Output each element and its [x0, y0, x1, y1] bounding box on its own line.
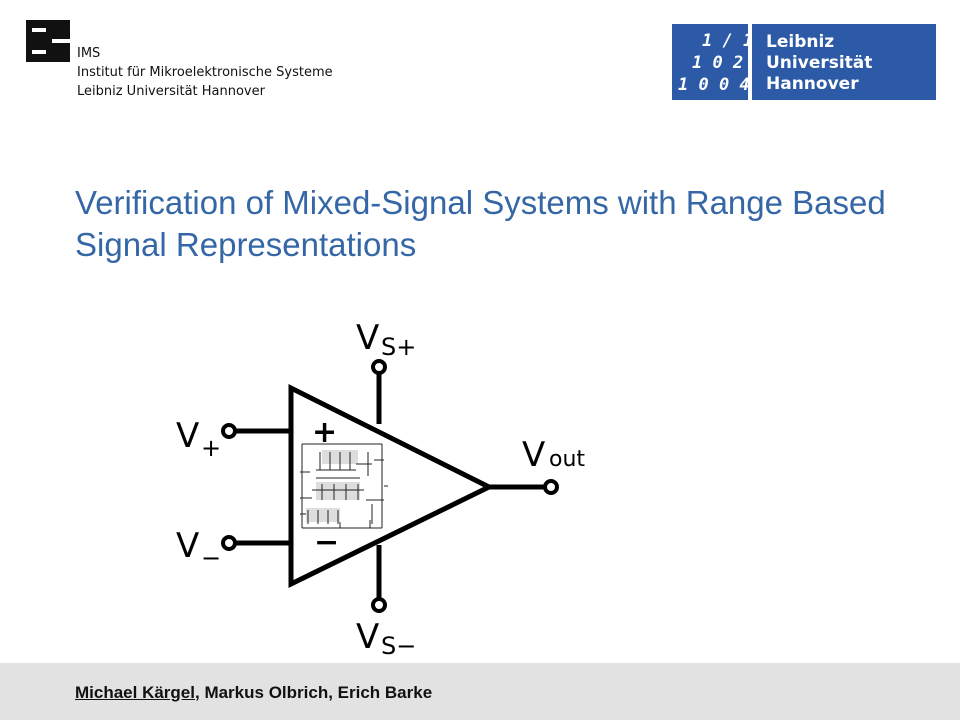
noninverting-sign: +: [312, 415, 337, 450]
vs-minus-label: V: [356, 617, 379, 657]
institute-line: Institut für Mikroelektronische Systeme: [77, 65, 333, 80]
v-out-terminal: [543, 479, 559, 495]
luh-name-box: Leibniz Universität Hannover: [752, 24, 936, 100]
vs-minus-terminal: [371, 597, 387, 613]
vs-plus-label: V: [356, 318, 379, 358]
inner-circuit: [300, 443, 388, 529]
luh-number-mark: 1 / 1 1 0 2 1 0 0 4: [672, 24, 753, 100]
luh-name-line: Hannover: [766, 74, 859, 94]
luh-name-line: Leibniz: [766, 32, 835, 52]
v-out-label: V: [522, 435, 545, 475]
slide-title: Verification of Mixed-Signal Systems wit…: [75, 184, 886, 263]
opamp-triangle: [288, 383, 495, 589]
v-out-subscript: out: [549, 447, 585, 472]
institute-line: Leibniz Universität Hannover: [77, 84, 265, 99]
luh-name-line: Universität: [766, 53, 873, 73]
luh-row-2: 1 0 2: [692, 53, 743, 73]
inverting-sign: −: [314, 525, 339, 560]
vs-plus-terminal: [371, 359, 387, 375]
author-list: Michael Kärgel, Markus Olbrich, Erich Ba…: [75, 683, 432, 703]
luh-row-1: 1 / 1: [702, 31, 748, 51]
presenter-name: Michael Kärgel: [75, 683, 195, 702]
v-minus-terminal: [221, 535, 237, 551]
luh-row-3: 1 0 0 4: [678, 75, 748, 95]
vs-plus-subscript: S+: [381, 333, 416, 361]
ims-logo: [26, 20, 70, 62]
footer-bar: Michael Kärgel, Markus Olbrich, Erich Ba…: [0, 663, 960, 720]
v-plus-subscript: +: [201, 434, 221, 462]
coauthor-names: , Markus Olbrich, Erich Barke: [195, 683, 433, 702]
vs-minus-subscript: S−: [381, 632, 416, 660]
opamp-diagram: + − V S+ V S− V + V − V out: [176, 318, 585, 660]
v-minus-subscript: −: [201, 544, 221, 572]
v-minus-label: V: [176, 526, 199, 566]
luh-logo: 1 / 1 1 0 2 1 0 0 4 Leibniz Universität …: [672, 24, 936, 100]
v-plus-label: V: [176, 416, 199, 456]
institute-name: IMS Institut für Mikroelektronische Syst…: [77, 44, 333, 101]
v-plus-terminal: [221, 423, 237, 439]
luh-number-graphic: 1 / 1 1 0 2 1 0 0 4: [678, 31, 753, 95]
institute-line: IMS: [77, 46, 101, 61]
